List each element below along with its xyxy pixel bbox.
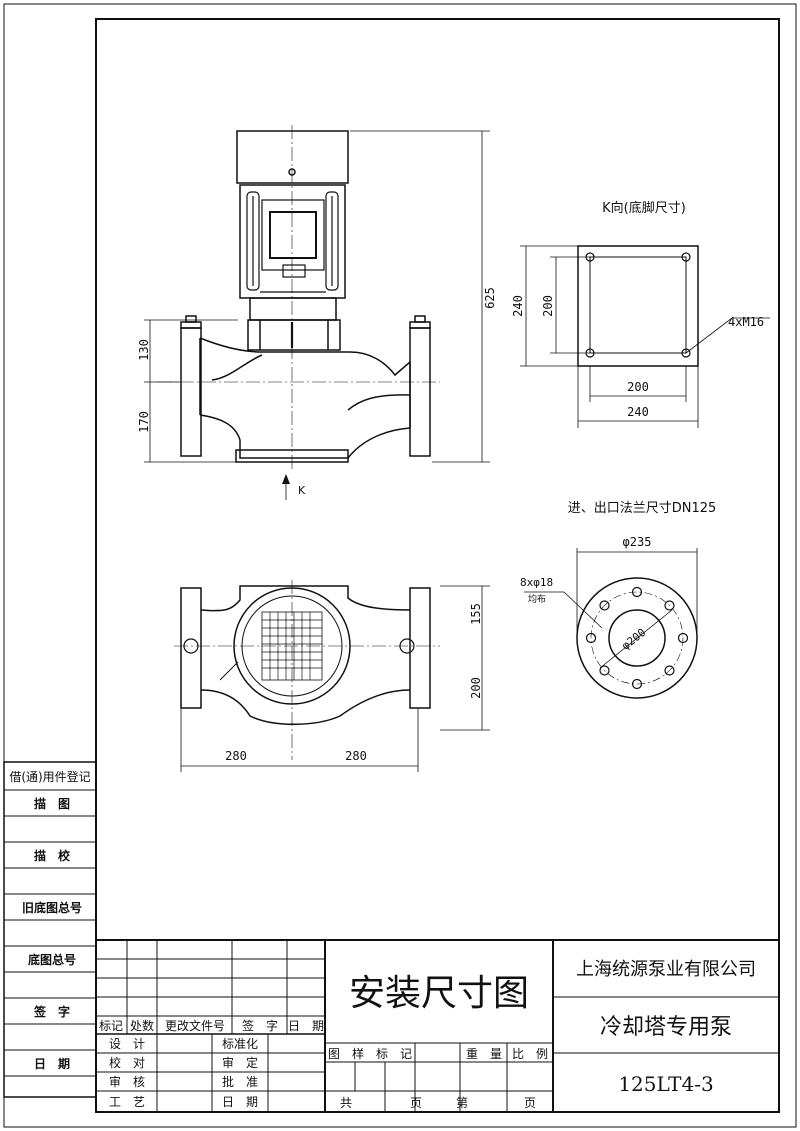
outlet-flange — [409, 327, 431, 457]
motor-fan-cover — [236, 130, 349, 184]
side-table-heading: 借(通)用件登记 — [9, 769, 90, 784]
dim-lower: 170 — [137, 411, 151, 433]
approval-label: 校 对 — [109, 1055, 145, 1070]
revision-header: 签 字 — [242, 1018, 278, 1033]
lantern-bracket — [249, 297, 337, 321]
side-row-label: 底图总号 — [28, 952, 76, 967]
attr-header-marking: 图 样 标 记 — [328, 1046, 412, 1061]
sheet-unit-label: 页 — [410, 1096, 422, 1110]
approval-label: 批 准 — [222, 1074, 258, 1089]
approval-label: 审 核 — [109, 1074, 145, 1089]
revision-headers: 标记 处数 更改文件号 签 字 日 期 — [99, 1018, 324, 1033]
k-dim-inner-vertical: 200 — [541, 295, 555, 317]
side-registration-table: 借(通)用件登记 描 图 描 校 旧底图总号 底图总号 签 字 日 期 — [3, 761, 97, 1098]
revision-header: 更改文件号 — [165, 1018, 225, 1033]
view-arrow-label: K — [298, 484, 306, 497]
k-bolt-callout: 4xM16 — [728, 315, 764, 329]
motor-body — [239, 184, 346, 299]
flange-view-title: 进、出口法兰尺寸DN125 — [568, 501, 717, 516]
model-number: 125LT4-3 — [618, 1072, 713, 1096]
attr-header-scale: 比 例 — [512, 1047, 548, 1061]
k-dim-inner-horizontal: 200 — [627, 380, 649, 394]
flange-view — [524, 548, 698, 699]
drawing-title: 安装尺寸图 — [349, 973, 529, 1014]
front-elevation-view — [144, 125, 490, 500]
approval-label: 标准化 — [222, 1037, 258, 1051]
side-row-label: 描 图 — [34, 796, 70, 811]
flange-hole-callout: 8xφ18 — [520, 576, 553, 589]
product-name: 冷却塔专用泵 — [600, 1015, 732, 1040]
approval-label: 工 艺 — [109, 1095, 145, 1109]
plan-dim-right: 280 — [345, 749, 367, 763]
company-name: 上海统源泵业有限公司 — [576, 959, 756, 980]
title-block — [95, 939, 780, 1113]
revision-header: 日 期 — [288, 1019, 324, 1033]
inlet-flange — [180, 327, 202, 457]
flange-pitch-diameter: φ200 — [619, 626, 648, 653]
side-row-label: 旧底图总号 — [22, 900, 82, 915]
plan-dim-left: 280 — [225, 749, 247, 763]
plan-dim-lower: 200 — [469, 677, 483, 699]
side-row-label: 签 字 — [33, 1004, 70, 1019]
approval-rows: 设 计 标准化 校 对 审 定 审 核 批 准 工 艺 日 期 — [109, 1037, 258, 1109]
sheet-number-label: 第 — [456, 1096, 468, 1110]
attr-header-weight: 重 量 — [466, 1047, 502, 1061]
sheet-total-label: 共 — [340, 1096, 352, 1110]
side-row-label: 日 期 — [34, 1056, 70, 1071]
approval-label: 审 定 — [222, 1055, 258, 1070]
approval-label: 设 计 — [109, 1037, 145, 1051]
dim-total-height: 625 — [483, 287, 497, 309]
k-dim-outer-horizontal: 240 — [627, 405, 649, 419]
plan-dim-upper: 155 — [469, 603, 483, 625]
dim-upper: 130 — [137, 339, 151, 361]
revision-header: 标记 — [99, 1019, 123, 1033]
plan-view — [174, 580, 490, 772]
pump-casing — [199, 337, 411, 459]
flange-hole-note: 均布 — [528, 593, 546, 605]
revision-header: 处数 — [130, 1018, 154, 1033]
flange-outer-diameter: φ235 — [623, 535, 652, 549]
k-view-title: K向(底脚尺寸) — [602, 200, 686, 216]
approval-label: 日 期 — [222, 1095, 258, 1109]
sheet-unit-label-2: 页 — [524, 1096, 536, 1110]
side-row-label: 描 校 — [34, 848, 71, 863]
k-dim-outer-vertical: 240 — [511, 295, 525, 317]
k-view-foot — [520, 245, 770, 428]
